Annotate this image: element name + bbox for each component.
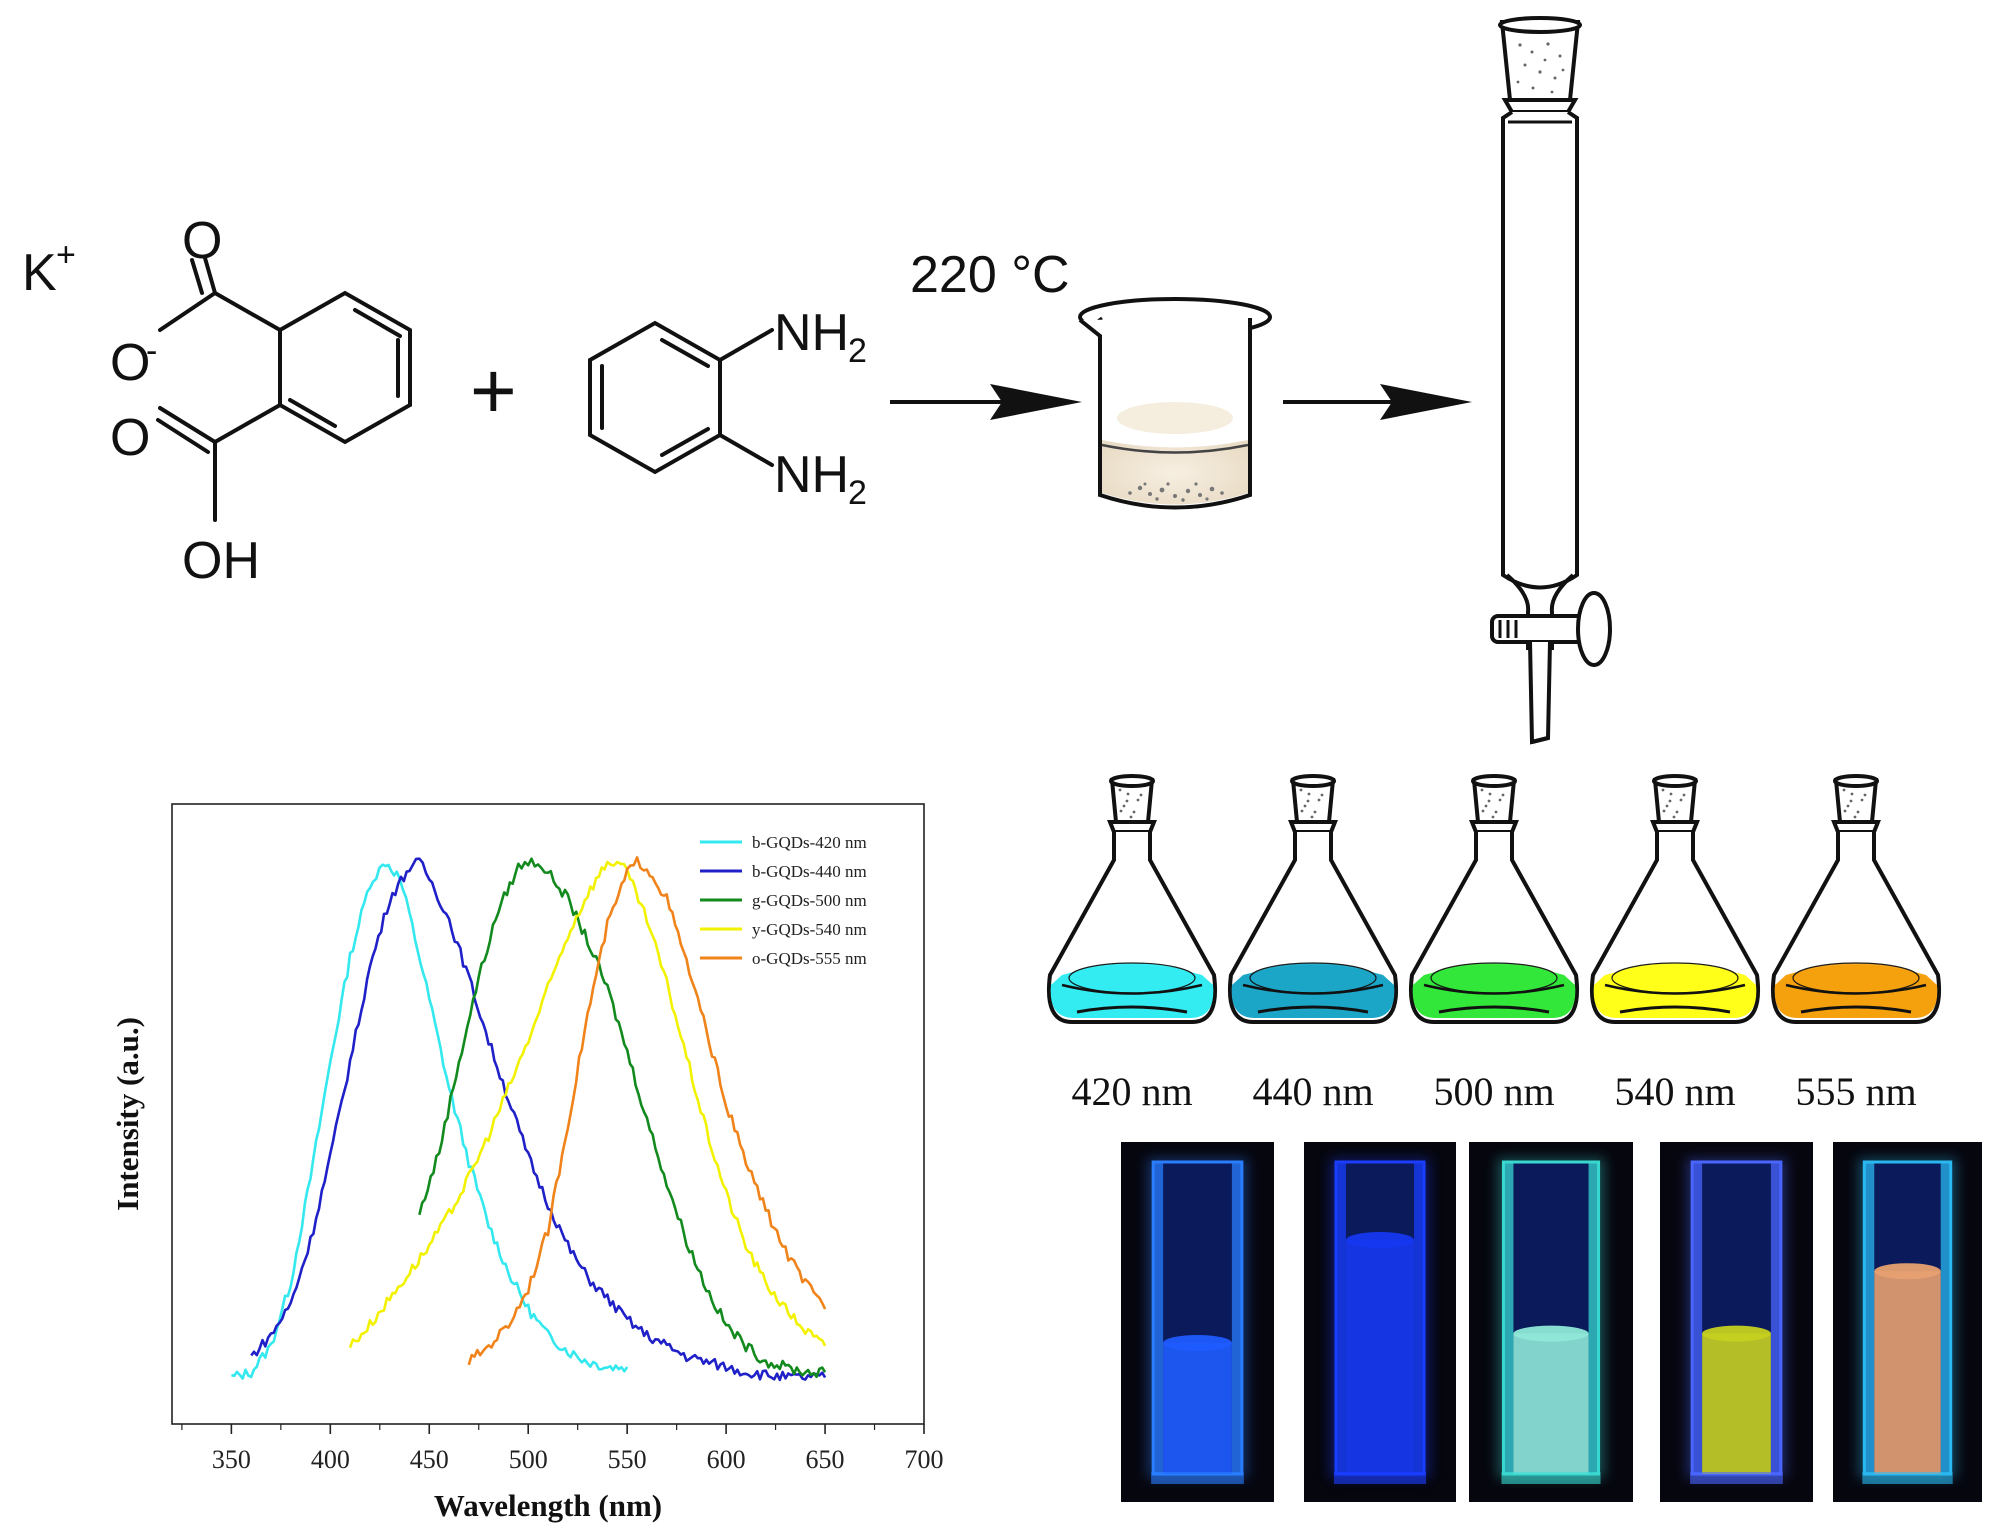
- bond-to-anion-o: [158, 291, 217, 332]
- fraction-label-440: 440 nm: [1252, 1069, 1373, 1114]
- flask-label-row: 420 nm 440 nm 500 nm 540 nm 555 nm: [1071, 1069, 1916, 1114]
- phenylenediamine-structure: [588, 320, 774, 475]
- carbonyl-oxygen-2: O: [110, 409, 150, 467]
- reaction-arrow-1: [890, 384, 1082, 420]
- x-tick-label: 650: [806, 1445, 845, 1474]
- benzene-ring-2: [588, 320, 722, 475]
- x-tick-label: 700: [905, 1445, 944, 1474]
- cuvette-photo-555nm: [1833, 1142, 1982, 1502]
- cuvette-liquid: [1163, 1342, 1232, 1474]
- column-packing-speckles: [1516, 42, 1565, 94]
- x-tick-label: 550: [608, 1445, 647, 1474]
- bond-to-amine-top: [718, 328, 774, 362]
- carbonyl-bond-1b: [190, 258, 204, 295]
- ring1-double-bond-c: [288, 398, 337, 428]
- chart-frame: [171, 803, 925, 1425]
- series-line-g-GQDs-500nm: [418, 857, 827, 1379]
- cuvette-liquid: [1345, 1240, 1415, 1474]
- amine-top-subscript: 2: [848, 332, 867, 370]
- cuvette-photo-540nm: [1660, 1142, 1813, 1502]
- series-line-o-GQDs-555nm: [467, 856, 827, 1366]
- legend-label: y-GQDs-540 nm: [752, 920, 867, 939]
- fraction-label-555: 555 nm: [1795, 1069, 1916, 1114]
- reaction-arrow-2: [1283, 384, 1472, 420]
- amine-bottom: NH: [774, 446, 849, 504]
- amine-bottom-subscript: 2: [848, 474, 867, 512]
- carbonyl-oxygen-1: O: [182, 212, 222, 270]
- bond-to-carboxyl: [213, 403, 282, 444]
- cuvette-liquid: [1513, 1333, 1589, 1474]
- stopcock-handle: [1576, 591, 1612, 667]
- cuvette-liquid: [1874, 1271, 1941, 1474]
- x-axis-title: Wavelength (nm): [434, 1488, 662, 1523]
- phthalate-structure: [156, 256, 412, 522]
- erlenmeyer-flask-540nm: [1590, 774, 1760, 1024]
- cuvette-liquid: [1702, 1333, 1771, 1474]
- legend-label: b-GQDs-420 nm: [752, 833, 867, 852]
- cuvette-photo-row: [1121, 1142, 1982, 1502]
- anion-oxygen: O: [110, 334, 150, 392]
- legend-label: b-GQDs-440 nm: [752, 862, 867, 881]
- flask-row: [1047, 774, 1941, 1024]
- ring2-double-bond-b: [660, 338, 710, 368]
- y-axis-title: Intensity (a.u.): [110, 1017, 145, 1211]
- cuvette-photo-500nm: [1469, 1142, 1633, 1502]
- beaker-sediment: [1128, 482, 1224, 502]
- ring1-double-bond-a: [353, 308, 402, 338]
- series-line-y-GQDs-540nm: [348, 860, 827, 1349]
- series-line-b-GQDs-420nm: [231, 863, 629, 1380]
- fraction-label-420: 420 nm: [1071, 1069, 1192, 1114]
- potassium-cation: K +: [22, 236, 76, 302]
- x-tick-label: 400: [311, 1445, 350, 1474]
- spectra-lines: [231, 856, 827, 1382]
- x-tick-label: 500: [509, 1445, 548, 1474]
- amine-top: NH: [774, 304, 849, 362]
- hydroxyl-group: OH: [182, 532, 260, 590]
- fraction-label-540: 540 nm: [1614, 1069, 1735, 1114]
- plus-sign: +: [470, 346, 517, 435]
- carbonyl-bond-2a: [158, 406, 217, 444]
- bond-to-carboxylate: [213, 291, 282, 332]
- cation-symbol: K: [22, 244, 57, 302]
- erlenmeyer-flask-500nm: [1409, 774, 1579, 1024]
- series-line-b-GQDs-440nm: [250, 857, 827, 1382]
- cation-charge: +: [56, 236, 76, 274]
- bond-to-amine-bottom: [718, 433, 774, 467]
- reaction-scheme: K + O O - O OH +: [22, 212, 1082, 590]
- carbonyl-bond-2b: [156, 418, 210, 454]
- cuvette-photo-420nm: [1121, 1142, 1274, 1502]
- chromatography-column-icon: [1490, 16, 1612, 745]
- x-axis-ticks: 350 400 450 500 550 600 650 700: [181, 1424, 944, 1474]
- beaker-icon: [1078, 297, 1272, 510]
- legend-label: g-GQDs-500 nm: [752, 891, 867, 910]
- ring2-double-bond-c: [660, 427, 710, 457]
- benzene-ring-1: [278, 290, 412, 445]
- cuvette-photo-440nm: [1304, 1142, 1456, 1502]
- anion-charge: -: [146, 332, 157, 370]
- reaction-condition: 220 °C: [910, 246, 1070, 304]
- x-tick-label: 450: [410, 1445, 449, 1474]
- erlenmeyer-flask-555nm: [1771, 774, 1941, 1024]
- x-tick-label: 350: [212, 1445, 251, 1474]
- carbonyl-bond-1a: [203, 256, 217, 295]
- erlenmeyer-flask-440nm: [1228, 774, 1398, 1024]
- chart-legend: b-GQDs-420 nm b-GQDs-440 nm g-GQDs-500 nm y…: [700, 833, 867, 968]
- x-tick-label: 600: [707, 1445, 746, 1474]
- fraction-label-500: 500 nm: [1433, 1069, 1554, 1114]
- erlenmeyer-flask-420nm: [1047, 774, 1217, 1024]
- legend-label: o-GQDs-555 nm: [752, 949, 867, 968]
